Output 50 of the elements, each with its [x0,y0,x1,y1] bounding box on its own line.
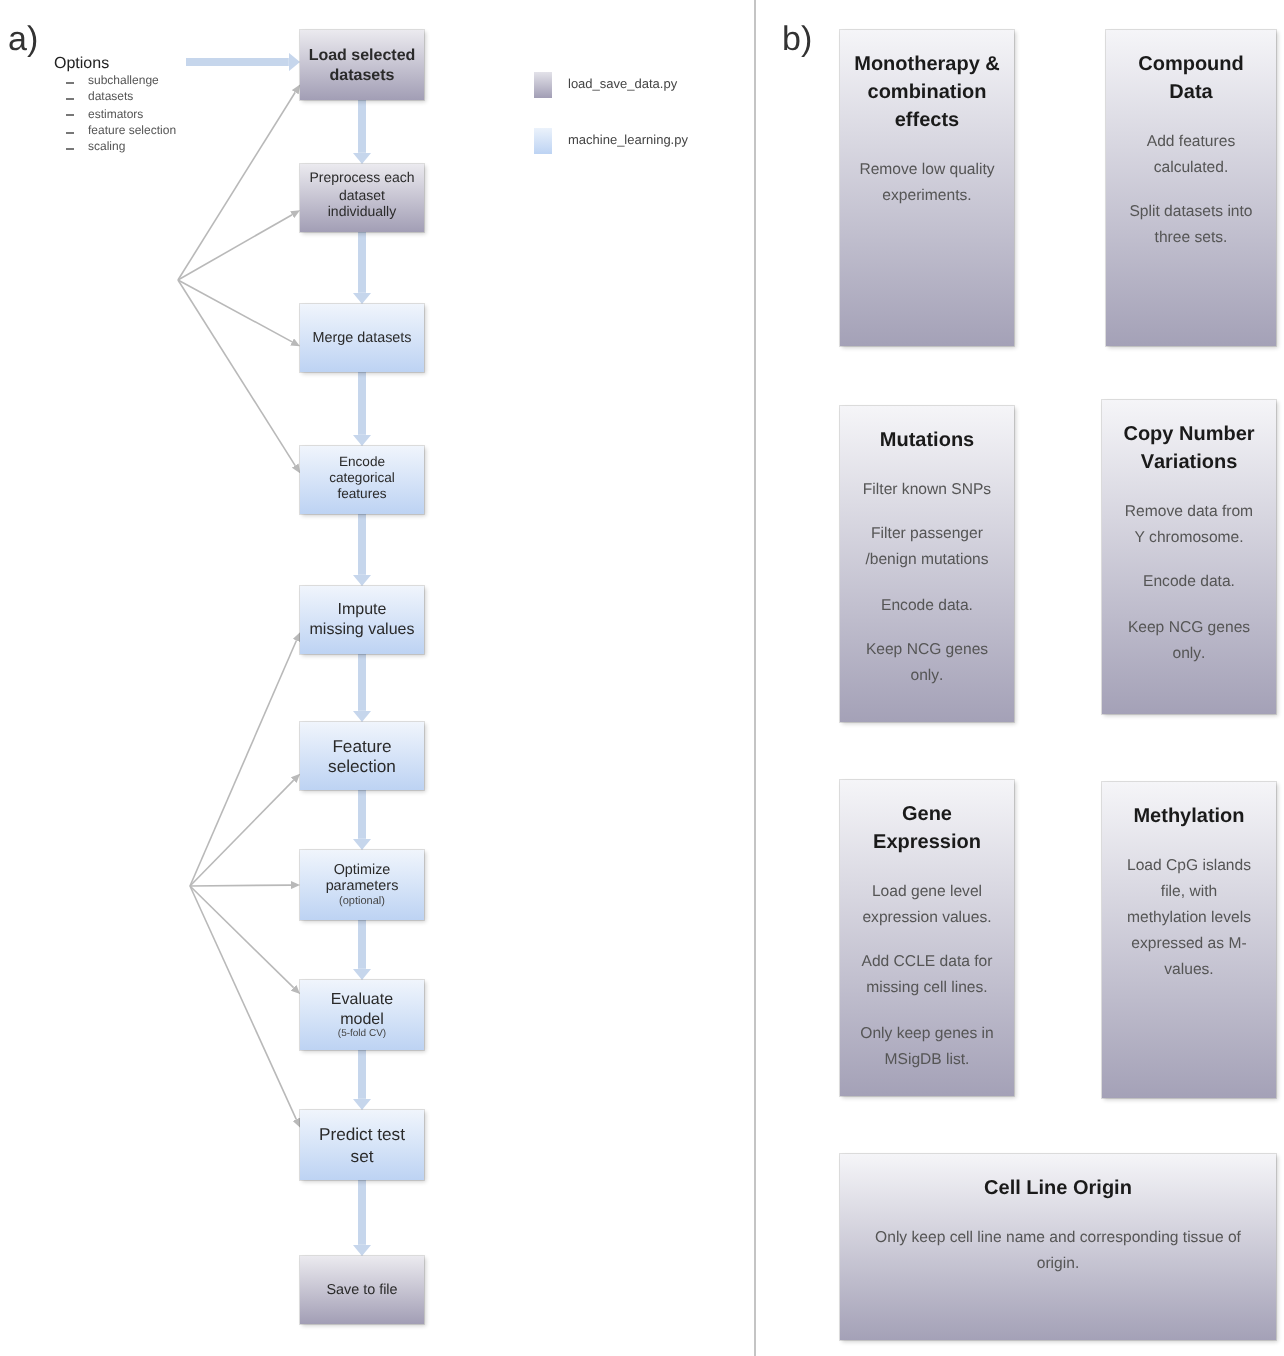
arrow [189,632,301,887]
process-box [300,850,424,920]
options-heading: Options [54,52,112,74]
process-box [300,304,424,372]
arrow [189,885,300,994]
process-box [300,722,424,790]
arrow [352,790,372,850]
panel-label: b) [782,20,813,60]
arrow [352,514,372,586]
card-heading: Methylation [1133,804,1245,832]
arrow [177,279,300,474]
data-card [1106,30,1276,346]
arrow [352,100,372,164]
card-heading: Monotherapy & combination effects [852,52,1002,136]
process-box [300,586,424,654]
card-heading: Gene Expression [871,802,983,858]
arrow [186,52,300,72]
arrow [352,920,372,980]
arrow [189,885,300,1128]
card-heading: Copy Number Variations [1121,422,1257,478]
arrow [352,654,372,722]
data-card [840,780,1014,1096]
process-box [300,980,424,1050]
data-card [840,30,1014,346]
process-box [300,1110,424,1180]
arrow [189,773,300,887]
arrow [177,210,300,281]
card-heading: Mutations [879,428,975,456]
card-heading: Compound Data [1136,52,1246,108]
arrow [352,1180,372,1256]
step-label: Load selected datasets [306,45,418,85]
arrow [352,1050,372,1110]
panel-label: a) [8,20,39,60]
arrow [177,279,300,347]
data-card [840,406,1014,722]
arrow [352,372,372,446]
card-heading: Cell Line Origin [984,1176,1132,1204]
arrow [177,84,300,281]
step-label: Feature selection [326,735,398,777]
arrow [352,232,372,304]
data-card [840,1154,1276,1340]
arrow [189,881,300,890]
step-label: Evaluate model [328,989,396,1028]
step-label: Predict test set [317,1124,407,1166]
process-box [300,1256,424,1324]
data-card [1102,782,1276,1098]
process-box [300,446,424,514]
data-card [1102,400,1276,714]
step-label: Impute missing values [308,600,416,640]
process-box [300,30,424,100]
